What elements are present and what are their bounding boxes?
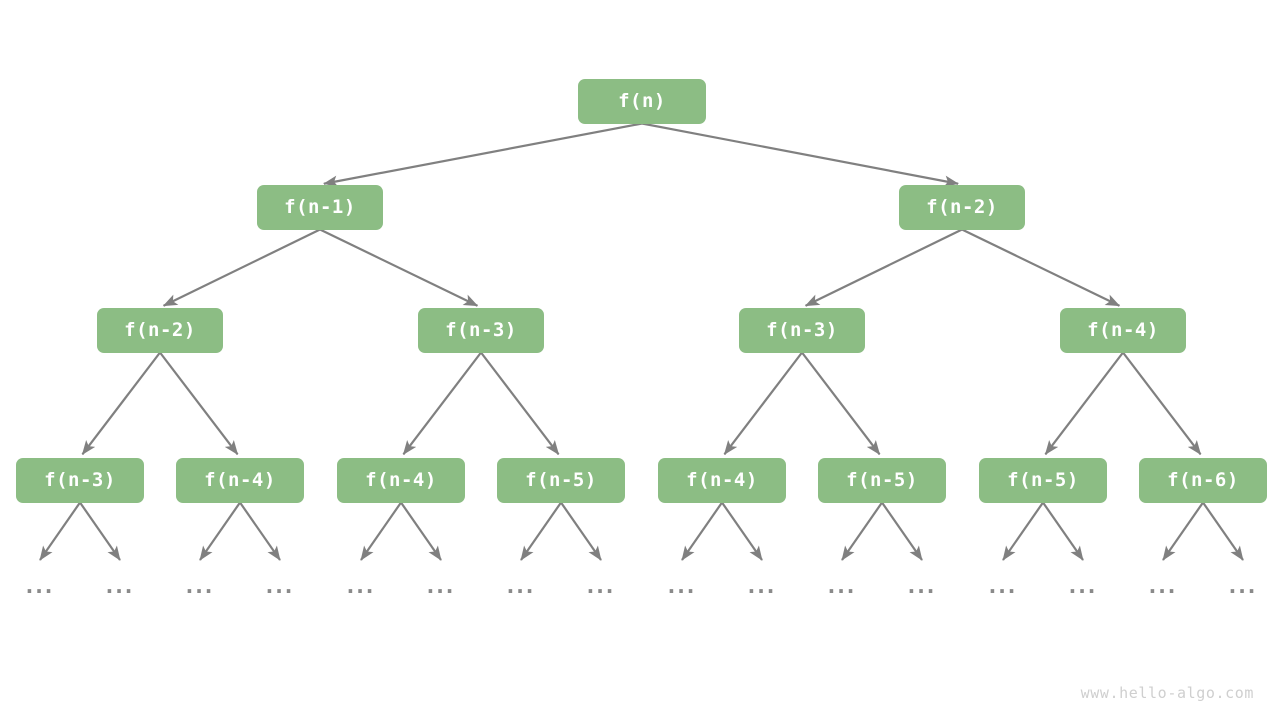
tree-node-n10: f(n-5)	[497, 457, 625, 503]
edge-n14-to-ellipsis-15	[1202, 501, 1244, 561]
edge-n14-to-ellipsis-14	[1162, 501, 1204, 561]
ellipsis-marker: ...	[747, 574, 777, 598]
ellipsis-marker: ...	[346, 574, 376, 598]
ellipsis-marker: ...	[506, 574, 536, 598]
edge-n5-to-n12	[801, 351, 881, 456]
tree-node-n1: f(n-1)	[257, 184, 383, 230]
edge-n3-to-n7	[81, 351, 161, 456]
edge-n7-to-ellipsis-1	[79, 501, 121, 561]
tree-node-n6: f(n-4)	[1060, 307, 1186, 353]
edge-n1-to-n4	[319, 228, 479, 307]
watermark: www.hello-algo.com	[1080, 684, 1254, 702]
edge-n12-to-ellipsis-10	[841, 501, 883, 561]
tree-node-n11: f(n-4)	[658, 457, 786, 503]
tree-node-n13: f(n-5)	[979, 457, 1107, 503]
edge-n6-to-n14	[1122, 351, 1202, 456]
edge-n11-to-ellipsis-8	[681, 501, 723, 561]
ellipsis-marker: ...	[1068, 574, 1098, 598]
ellipsis-marker: ...	[1148, 574, 1178, 598]
tree-node-n0: f(n)	[578, 78, 706, 124]
edge-n4-to-n9	[402, 351, 482, 456]
tree-node-n8: f(n-4)	[176, 457, 304, 503]
ellipsis-marker: ...	[426, 574, 456, 598]
edge-n8-to-ellipsis-2	[199, 501, 241, 561]
edge-n5-to-n11	[723, 351, 803, 456]
ellipsis-marker: ...	[265, 574, 295, 598]
ellipsis-marker: ...	[25, 574, 55, 598]
edge-n13-to-ellipsis-12	[1002, 501, 1044, 561]
edge-n7-to-ellipsis-0	[39, 501, 81, 561]
tree-node-n14: f(n-6)	[1139, 457, 1267, 503]
edge-n10-to-ellipsis-6	[520, 501, 562, 561]
ellipsis-marker: ...	[907, 574, 937, 598]
edge-n12-to-ellipsis-11	[881, 501, 923, 561]
ellipsis-marker: ...	[988, 574, 1018, 598]
edge-n9-to-ellipsis-5	[400, 501, 442, 561]
edge-n11-to-ellipsis-9	[721, 501, 763, 561]
tree-node-n3: f(n-2)	[97, 307, 223, 353]
edge-n4-to-n10	[480, 351, 560, 456]
edge-n1-to-n3	[162, 228, 321, 307]
edge-n0-to-n2	[641, 122, 959, 187]
ellipsis-marker: ...	[105, 574, 135, 598]
tree-node-n9: f(n-4)	[337, 457, 465, 503]
edge-n0-to-n1	[323, 122, 643, 187]
edge-n8-to-ellipsis-3	[239, 501, 281, 561]
ellipsis-marker: ...	[185, 574, 215, 598]
edge-n2-to-n5	[804, 228, 963, 307]
edge-n13-to-ellipsis-13	[1042, 501, 1084, 561]
tree-node-n4: f(n-3)	[418, 307, 544, 353]
ellipsis-marker: ...	[586, 574, 616, 598]
ellipsis-marker: ...	[667, 574, 697, 598]
tree-node-n2: f(n-2)	[899, 184, 1025, 230]
tree-node-n5: f(n-3)	[739, 307, 865, 353]
edge-n2-to-n6	[961, 228, 1121, 307]
ellipsis-marker: ...	[1228, 574, 1258, 598]
edge-n9-to-ellipsis-4	[360, 501, 402, 561]
edge-n10-to-ellipsis-7	[560, 501, 602, 561]
edge-n6-to-n13	[1044, 351, 1124, 456]
ellipsis-marker: ...	[827, 574, 857, 598]
tree-node-n7: f(n-3)	[16, 457, 144, 503]
edge-n3-to-n8	[159, 351, 239, 456]
tree-node-n12: f(n-5)	[818, 457, 946, 503]
